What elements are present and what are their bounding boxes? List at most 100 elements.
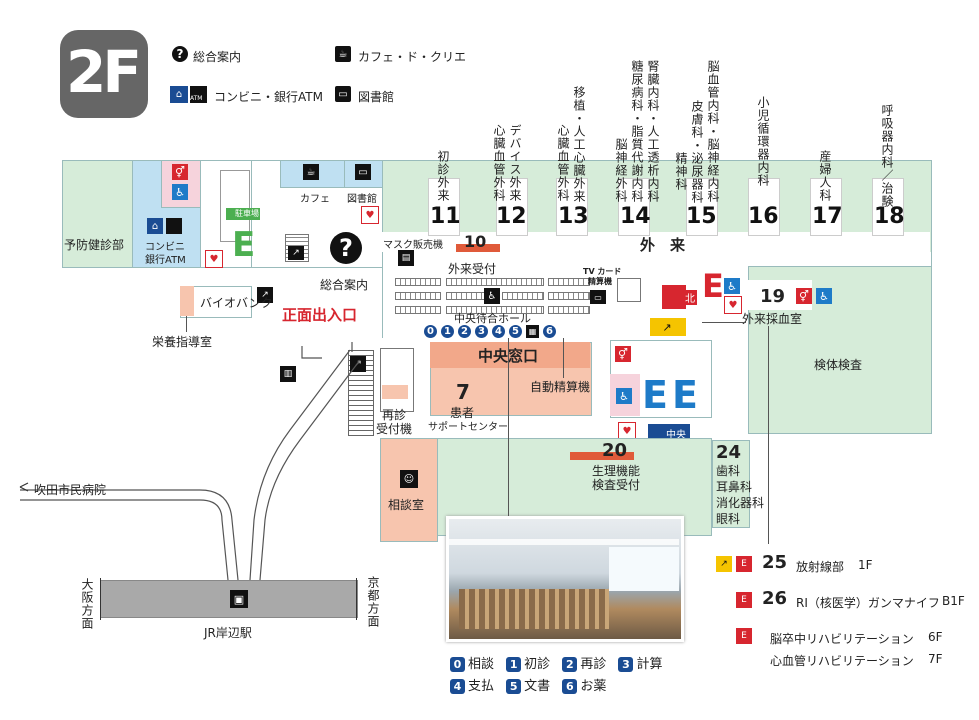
area-24 <box>712 440 750 528</box>
legend-sq-3: 3 <box>618 657 634 672</box>
label-kentai: 検体検査 <box>814 358 863 372</box>
elevator-red-icon-2: E <box>736 592 752 608</box>
counter-0[interactable]: 0 <box>424 325 437 338</box>
atm-icon-text: ATM <box>190 95 203 102</box>
note-25-floor: 1F <box>858 558 873 572</box>
line-19-down <box>768 326 769 544</box>
room-20-num: 20 <box>602 440 628 461</box>
restroom-icon: ⚥ <box>172 164 188 180</box>
gairai-corridor <box>382 232 930 252</box>
photo-window <box>609 547 679 591</box>
note-rehab2-floor: 7F <box>928 652 943 666</box>
label-d24b: 耳鼻科 <box>716 480 753 494</box>
legend-sq-5: 5 <box>506 679 522 694</box>
line-eiyou <box>186 316 187 332</box>
bench-4 <box>446 278 544 286</box>
label-kanja1: 患者 <box>450 406 475 420</box>
aed-icon-2: ♥ <box>361 206 379 224</box>
dept-14-name3: 脳神経外科 <box>614 138 628 203</box>
label-chuo-badge: 中央 <box>666 430 686 441</box>
bench-1 <box>395 278 441 286</box>
label-soudan: 相談室 <box>388 498 425 512</box>
label-tvcard2: 精算機 <box>588 277 612 286</box>
central-e-icon-1: E <box>642 373 668 417</box>
gap-12 <box>496 178 528 236</box>
label-seiri2: 検査受付 <box>592 478 641 492</box>
dept-14-name2: 糖尿病科・脂質代謝内科 <box>630 60 644 203</box>
area-biobank-salmon <box>180 286 194 316</box>
area-saishin <box>380 348 414 412</box>
room-10-num: 10 <box>464 232 487 251</box>
room-7-num: 7 <box>456 380 470 404</box>
bench-6 <box>502 292 544 300</box>
legend-sq-6: 6 <box>562 679 578 694</box>
wheelchair-icon-2: ♿ <box>724 278 740 294</box>
counter-5[interactable]: 5 <box>509 325 522 338</box>
elevator-shaft <box>220 170 250 242</box>
label-kita: 北 <box>683 290 697 305</box>
central-e-icon-2: E <box>672 373 698 417</box>
gap-18 <box>872 178 904 236</box>
legend-sq-1: 1 <box>506 657 522 672</box>
note-rehab1-label: 脳卒中リハビリテーション <box>770 632 914 646</box>
gap-16 <box>748 178 780 236</box>
line-19 <box>702 322 746 323</box>
dept-12-num: 12 <box>496 204 527 229</box>
conbini-icon: ⌂ <box>170 86 188 103</box>
label-bank: 銀行ATM <box>145 255 186 266</box>
bench-8 <box>548 278 590 286</box>
room-24-num: 24 <box>716 442 742 463</box>
dept-11-num: 11 <box>430 204 461 229</box>
legend-label-5: 文書 <box>524 679 551 694</box>
escalator-icon-2: ↗ <box>257 287 273 303</box>
label-yobou: 予防健診部 <box>64 238 125 252</box>
counter-6[interactable]: 6 <box>543 325 556 338</box>
legend-label-3: 計算 <box>636 657 663 672</box>
bench-10 <box>548 306 590 314</box>
dept-12-name1: デバイス外来 <box>508 124 522 202</box>
label-kyoto: 京都方面 <box>366 576 380 628</box>
label-suita: 吹田市民病院 <box>34 483 107 497</box>
floor-label: 2F <box>66 38 142 106</box>
counter-2[interactable]: 2 <box>458 325 471 338</box>
atm-map-icon <box>166 218 182 234</box>
label-library: 図書館 <box>347 194 377 205</box>
label-entrance[interactable]: 正面出入口 <box>282 306 358 324</box>
wheelchair-icon-3: ♿ <box>616 388 632 404</box>
label-cafe: カフェ <box>300 194 330 205</box>
saishin-machine <box>382 385 408 399</box>
dept-15-num: 15 <box>686 204 717 229</box>
train-icon: ▣ <box>230 590 248 608</box>
label-saishin1: 再診 <box>382 408 407 422</box>
dept-15-name1: 脳血管内科・脳神経内科 <box>706 60 720 203</box>
counter-3[interactable]: 3 <box>475 325 488 338</box>
legend-label-6: お薬 <box>580 679 607 694</box>
dept-13-name1: 移植・人工心臓外来 <box>572 86 586 203</box>
wheelchair-icon: ♿ <box>172 184 188 200</box>
counter-4[interactable]: 4 <box>492 325 505 338</box>
photo-light-strip <box>449 539 679 545</box>
note-25-label: 放射線部 <box>796 560 845 574</box>
note-26-num: 26 <box>762 588 788 609</box>
gap-13 <box>556 178 588 236</box>
label-conbini: コンビニ <box>145 242 185 253</box>
elevator-red-icon-1: E <box>736 556 752 572</box>
dept-14-name1: 腎臓内科・人工透析内科 <box>646 60 660 203</box>
bench-2 <box>395 292 441 300</box>
label-mask: マスク販売機 <box>383 240 443 251</box>
label-biobank: バイオバンク <box>200 296 273 310</box>
label-chuo-hall: 中央待合ホール <box>454 312 531 325</box>
bench-7 <box>446 306 544 314</box>
label-d24a: 歯科 <box>716 464 741 478</box>
info-icon: ? <box>172 46 188 62</box>
counter-1[interactable]: 1 <box>441 325 454 338</box>
label-gairai-uketsuke: 外来受付 <box>448 262 497 276</box>
legend-sq-4: 4 <box>450 679 465 694</box>
note-25-num: 25 <box>762 552 788 573</box>
legend-label-2: 再診 <box>580 657 607 672</box>
label-gairai: 外 来 <box>640 236 686 254</box>
dept-16-name: 小児循環器内科 <box>756 96 770 187</box>
restroom-icon-2: ⚥ <box>615 346 631 362</box>
